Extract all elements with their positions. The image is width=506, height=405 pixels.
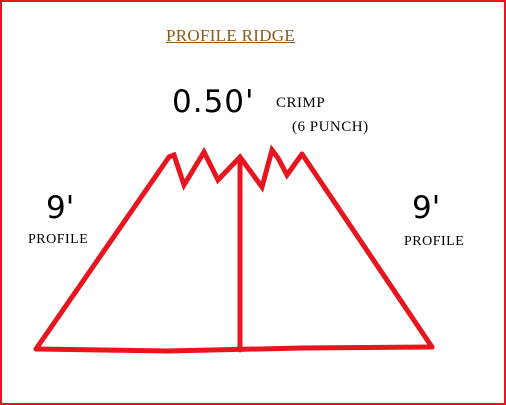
crimp-ridge-line bbox=[166, 144, 305, 193]
left-dimension: 9' bbox=[46, 190, 75, 226]
left-profile-edge bbox=[33, 154, 172, 352]
left-profile-label: PROFILE bbox=[28, 232, 89, 247]
base-line bbox=[33, 344, 435, 354]
punch-label: (6 PUNCH) bbox=[292, 119, 369, 135]
right-profile-edge bbox=[299, 151, 435, 350]
right-profile-label: PROFILE bbox=[404, 234, 465, 249]
crimp-dimension: 0.50' bbox=[172, 84, 255, 120]
right-dimension: 9' bbox=[412, 190, 441, 226]
crimp-label: CRIMP bbox=[276, 95, 326, 111]
diagram-title: PROFILE RIDGE bbox=[166, 26, 296, 45]
